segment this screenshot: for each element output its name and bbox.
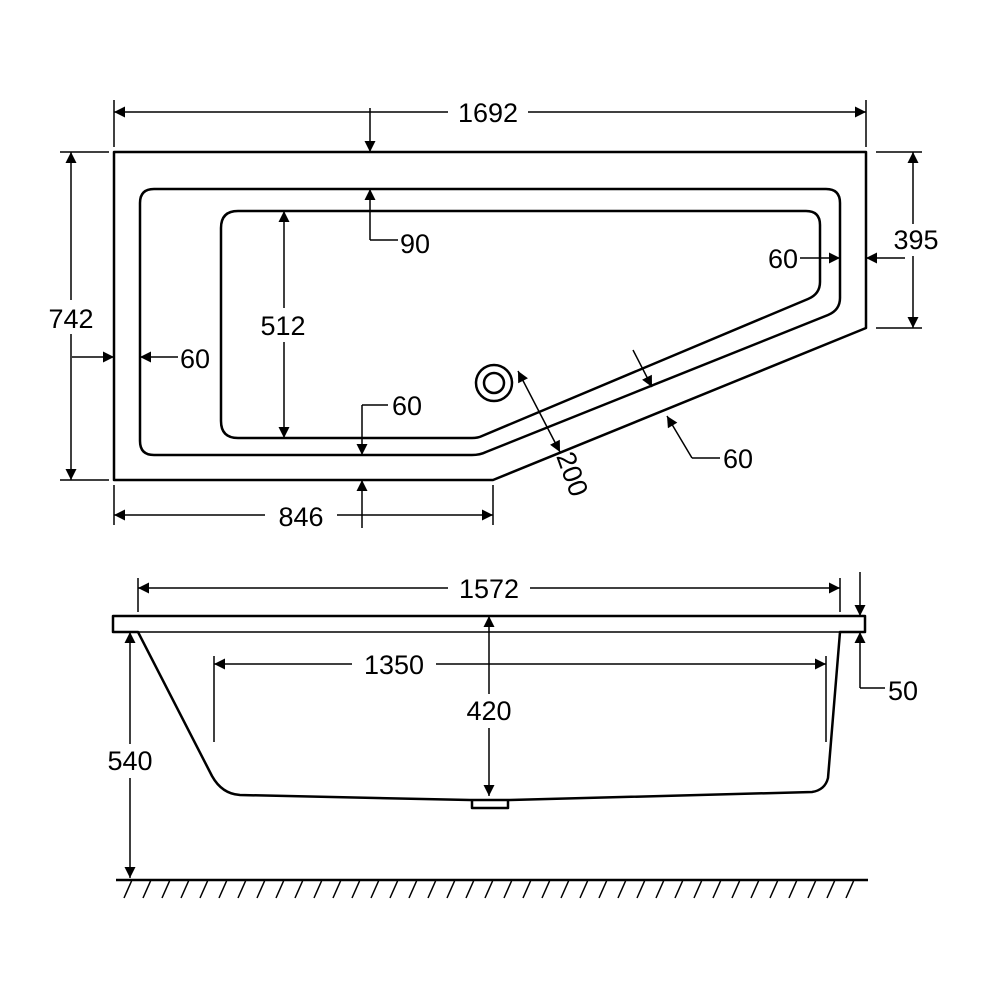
floor-hatch-mark bbox=[408, 879, 418, 899]
floor-hatch-mark bbox=[446, 879, 456, 899]
bath-outer-outline bbox=[112, 150, 868, 482]
floor-hatch-mark bbox=[199, 879, 209, 899]
top-view: 1692 742 395 90 60 512 60 60 bbox=[40, 96, 948, 532]
floor-hatch-mark bbox=[845, 879, 855, 899]
waste-outlet-inner bbox=[482, 371, 506, 395]
floor-hatch-mark bbox=[807, 879, 817, 899]
floor-hatch-mark bbox=[313, 879, 323, 899]
floor-hatch-mark bbox=[769, 879, 779, 899]
floor-hatch-mark bbox=[560, 879, 570, 899]
narrow-end-width-label: 395 bbox=[893, 225, 938, 255]
floor-hatch-mark bbox=[750, 879, 760, 899]
floor-hatch-mark bbox=[161, 879, 171, 899]
floor-hatch-mark bbox=[465, 879, 475, 899]
floor-hatch-mark bbox=[180, 879, 190, 899]
floor-hatch-mark bbox=[427, 879, 437, 899]
floor-hatch-mark bbox=[712, 879, 722, 899]
floor-hatch-mark bbox=[218, 879, 228, 899]
left-rim-label: 60 bbox=[180, 344, 210, 374]
top-length-label: 1572 bbox=[459, 574, 519, 604]
waste-outlet-side bbox=[470, 800, 510, 810]
rim-thickness-label: 50 bbox=[888, 676, 918, 706]
floor-hatch-mark bbox=[389, 879, 399, 899]
floor-hatch-mark bbox=[332, 879, 342, 899]
floor-hatch-mark bbox=[541, 879, 551, 899]
floor-hatch-mark bbox=[294, 879, 304, 899]
overall-width-label: 742 bbox=[48, 304, 93, 334]
floor-hatch-mark bbox=[731, 879, 741, 899]
floor-hatch-mark bbox=[256, 879, 266, 899]
floor-hatch-mark bbox=[598, 879, 608, 899]
waste-outlet-outer bbox=[474, 363, 514, 403]
floor-hatch-mark bbox=[636, 879, 646, 899]
dim-line-waste-offset bbox=[517, 370, 561, 453]
floor-hatch-mark bbox=[484, 879, 494, 899]
floor-hatching bbox=[123, 879, 855, 899]
floor-hatch-mark bbox=[655, 879, 665, 899]
floor-hatch-mark bbox=[579, 879, 589, 899]
floor-hatch-mark bbox=[522, 879, 532, 899]
floor-hatch-mark bbox=[237, 879, 247, 899]
floor-hatch-mark bbox=[503, 879, 513, 899]
floor-hatch-mark bbox=[826, 879, 836, 899]
floor-hatch-mark bbox=[674, 879, 684, 899]
top-rim-label: 90 bbox=[400, 229, 430, 259]
angled-rim-label: 60 bbox=[723, 444, 753, 474]
depth-label: 420 bbox=[466, 696, 511, 726]
floor-hatch-mark bbox=[275, 879, 285, 899]
floor-hatch-mark bbox=[788, 879, 798, 899]
overall-length-label: 1692 bbox=[458, 98, 518, 128]
inner-width-label: 512 bbox=[260, 311, 305, 341]
end-rim-label: 60 bbox=[768, 244, 798, 274]
waste-offset-label: 200 bbox=[550, 448, 594, 501]
bath-side-outline bbox=[111, 614, 867, 802]
side-view: 1572 50 1350 420 540 bbox=[98, 572, 918, 899]
floor-hatch-mark bbox=[693, 879, 703, 899]
base-length-label: 1350 bbox=[364, 650, 424, 680]
straight-front-length-label: 846 bbox=[278, 502, 323, 532]
basin-inner-outline bbox=[219, 209, 822, 440]
floor-hatch-mark bbox=[370, 879, 380, 899]
floor-hatch-mark bbox=[142, 879, 152, 899]
height-label: 540 bbox=[107, 746, 152, 776]
rim-inner-outline bbox=[138, 187, 842, 457]
floor-hatch-mark bbox=[617, 879, 627, 899]
front-rim-label: 60 bbox=[392, 391, 422, 421]
floor-hatch-mark bbox=[351, 879, 361, 899]
floor-hatch-mark bbox=[123, 879, 133, 899]
